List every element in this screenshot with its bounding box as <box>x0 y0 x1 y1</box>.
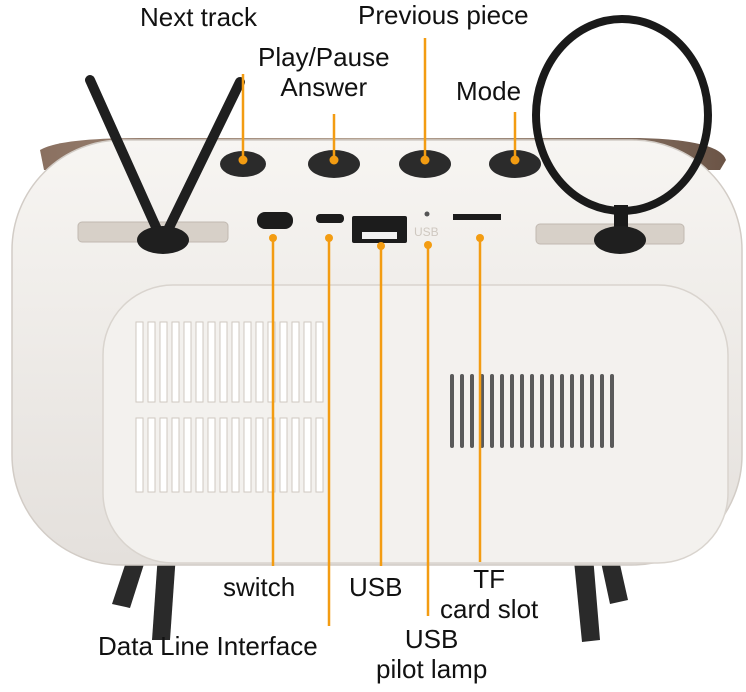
grille-slat <box>291 417 300 493</box>
label-usb-lamp-usb: USB <box>404 624 459 654</box>
label-mode: Mode <box>456 76 522 106</box>
leader-dot-next-track <box>238 155 248 165</box>
grille-slat <box>530 374 534 448</box>
antenna-rod-right <box>160 77 245 241</box>
usb-print: USB <box>414 225 439 239</box>
v-antenna <box>85 75 245 241</box>
label-play-pause: Play/Pause <box>258 42 390 72</box>
label-data-line-interface: Data Line Interface <box>98 631 318 661</box>
grille-slat <box>243 417 252 493</box>
leader-dot-data-line <box>325 234 333 242</box>
label-tf-card-slot: TF card slot <box>440 564 538 624</box>
grille-slat <box>570 374 574 448</box>
grille-slat <box>291 321 300 403</box>
label-pilot-lamp: pilot lamp <box>376 654 488 684</box>
grille-slat <box>243 321 252 403</box>
grille-slat <box>560 374 564 448</box>
usb-pilot-lamp <box>424 211 430 217</box>
grille-slat <box>610 374 614 448</box>
label-switch: switch <box>223 572 296 602</box>
grille-slat <box>315 417 324 493</box>
label-answer: Answer <box>280 72 368 102</box>
grille-slat <box>580 374 584 448</box>
loop-antenna-base <box>594 226 646 254</box>
grille-slat <box>255 321 264 403</box>
grille-slat <box>460 374 464 448</box>
grille-slat <box>159 321 168 403</box>
grille-slat <box>255 417 264 493</box>
grille-slat <box>590 374 594 448</box>
leader-lines <box>241 38 517 626</box>
leader-dot-play-pause <box>329 155 339 165</box>
leader-dot-switch <box>269 234 277 242</box>
grille-slat <box>195 321 204 403</box>
switch-port <box>257 212 293 229</box>
grille-slat <box>231 417 240 493</box>
grille-slat <box>267 321 276 403</box>
grille-slat <box>279 321 288 403</box>
leader-dot-previous-piece <box>420 155 430 165</box>
leader-dot-mode <box>510 155 520 165</box>
grille-slat <box>315 321 324 403</box>
label-play-pause-answer: Play/Pause Answer <box>258 42 390 102</box>
grille-slat <box>135 417 144 493</box>
grille-slat <box>219 417 228 493</box>
label-tf: TF <box>473 564 506 594</box>
label-next-track: Next track <box>140 2 258 32</box>
leader-dot-tf <box>476 234 484 242</box>
v-antenna-base <box>137 226 189 254</box>
grille-slat <box>450 374 454 448</box>
tf-card-port <box>453 214 501 220</box>
leader-dots <box>238 155 520 250</box>
grille-slat <box>207 321 216 403</box>
grille-slat <box>219 321 228 403</box>
label-usb: USB <box>349 572 403 602</box>
grille-slat <box>171 321 180 403</box>
grille-slat <box>159 417 168 493</box>
grille-slat <box>520 374 524 448</box>
grille-slat <box>490 374 494 448</box>
label-card-slot: card slot <box>440 594 539 624</box>
label-usb-pilot-lamp: USB pilot lamp <box>376 624 487 684</box>
grille-slat <box>195 417 204 493</box>
leader-dot-usb-lamp <box>424 241 432 249</box>
ports: USB <box>257 211 501 243</box>
grille-slat <box>540 374 544 448</box>
grille-slat <box>231 321 240 403</box>
usb-port-tongue <box>362 232 397 239</box>
grille-slat <box>183 417 192 493</box>
grille-slat <box>550 374 554 448</box>
leader-dot-usb <box>377 242 385 250</box>
grille-slat <box>267 417 276 493</box>
grille-slat <box>171 417 180 493</box>
grille-slat <box>600 374 604 448</box>
grille-slat <box>303 417 312 493</box>
grille-slat <box>183 321 192 403</box>
grille-left <box>135 321 324 493</box>
grille-slat <box>500 374 504 448</box>
grille-slat <box>470 374 474 448</box>
grille-slat <box>510 374 514 448</box>
grille-slat <box>147 321 156 403</box>
antenna-rod-left <box>85 75 165 241</box>
grille-slat <box>303 321 312 403</box>
label-previous-piece: Previous piece <box>358 0 529 30</box>
grille-slat <box>135 321 144 403</box>
data-line-port <box>316 214 344 223</box>
top-buttons <box>220 150 541 178</box>
grille-slat <box>207 417 216 493</box>
grille-slat <box>279 417 288 493</box>
grille-slat <box>147 417 156 493</box>
grille-right <box>450 374 614 448</box>
